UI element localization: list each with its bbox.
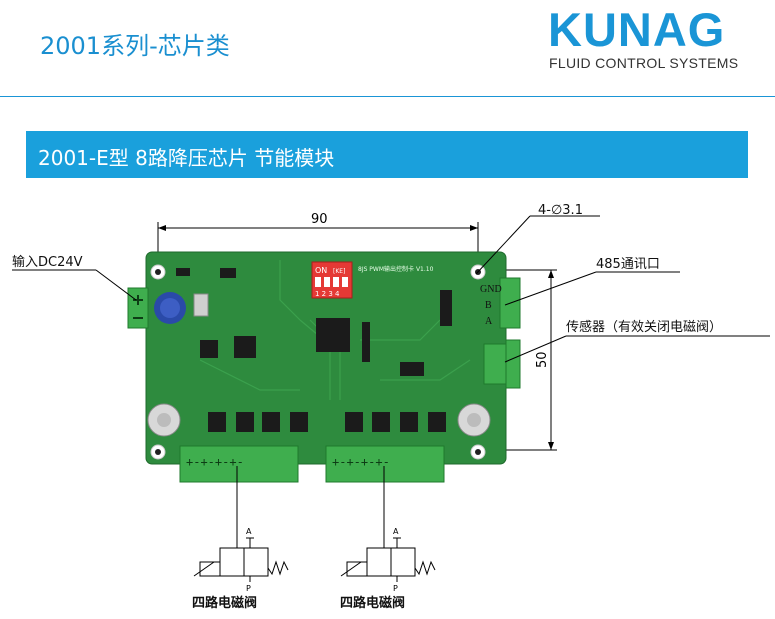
header-divider (0, 96, 775, 97)
sensor-text: 传感器（有效关闭电磁阀） (566, 319, 722, 335)
solenoid-valve-1: A P (193, 527, 289, 593)
product-title-bar (26, 131, 748, 178)
b-label: B (485, 300, 492, 311)
series-title: 2001系列-芯片类 (40, 32, 230, 60)
bottom-left-capacitor (147, 403, 181, 437)
mount-hole (150, 444, 166, 460)
width-value: 90 (311, 212, 328, 227)
power-capacitor (154, 292, 209, 324)
pcb-board: ON [KE] 1 2 3 4 8JS PWM输出控制卡 V1.10 (127, 251, 521, 483)
valve-1-port-p: P (246, 584, 251, 593)
dip-switch: ON [KE] 1 2 3 4 (311, 261, 353, 299)
comm-port-text: 485通讯口 (596, 257, 660, 272)
mount-hole (470, 444, 486, 460)
switch-key-label: [KE] (333, 268, 345, 275)
rs485-terminal: GND B A (480, 277, 521, 329)
brand-tagline: FLUID CONTROL SYSTEMS (549, 55, 739, 71)
output-terminal-right: +-+-+-+- (325, 445, 445, 483)
mount-hole (150, 264, 166, 280)
output-mosfets-left (208, 412, 308, 432)
callout-sensor: 传感器（有效关闭电磁阀） (504, 319, 770, 363)
valve-2-port-p: P (393, 584, 398, 593)
switch-number-labels: 1 2 3 4 (315, 290, 340, 298)
svg-text:+-+-+-+-: +-+-+-+- (186, 455, 244, 469)
sensor-terminal (483, 339, 521, 389)
product-title: 2001-E型 8路降压芯片 节能模块 (38, 146, 335, 170)
power-input-text: 输入DC24V (12, 254, 83, 270)
valve-2-port-a: A (393, 527, 399, 536)
valve-1-label: 四路电磁阀 (192, 596, 258, 611)
power-terminal (127, 287, 149, 329)
output-mosfets-right (345, 412, 446, 432)
module-diagram: 90 50 (12, 203, 770, 593)
mount-holes-text: 4-∅3.1 (538, 203, 583, 218)
valve-1-port-a: A (246, 527, 252, 536)
callout-mount-holes: 4-∅3.1 (475, 203, 600, 275)
output-terminal-left: +-+-+-+- (179, 445, 299, 483)
a-label: A (485, 316, 493, 327)
height-value: 50 (535, 351, 550, 368)
width-dimension: 90 (157, 212, 479, 262)
callout-comm-port: 485通讯口 (504, 257, 680, 306)
svg-text:+-+-+-+-: +-+-+-+- (332, 455, 390, 469)
bottom-right-capacitor (457, 403, 491, 437)
callout-power-input: 输入DC24V (12, 254, 137, 301)
valve-2-label: 四路电磁阀 (340, 596, 406, 611)
gnd-label: GND (480, 284, 502, 295)
switch-on-label: ON (315, 266, 327, 275)
board-silkscreen-name: 8JS PWM输出控制卡 V1.10 (358, 265, 434, 273)
main-chip (316, 318, 370, 362)
brand-logo: KUNAG (548, 3, 726, 56)
solenoid-valve-2: A P (340, 527, 436, 593)
